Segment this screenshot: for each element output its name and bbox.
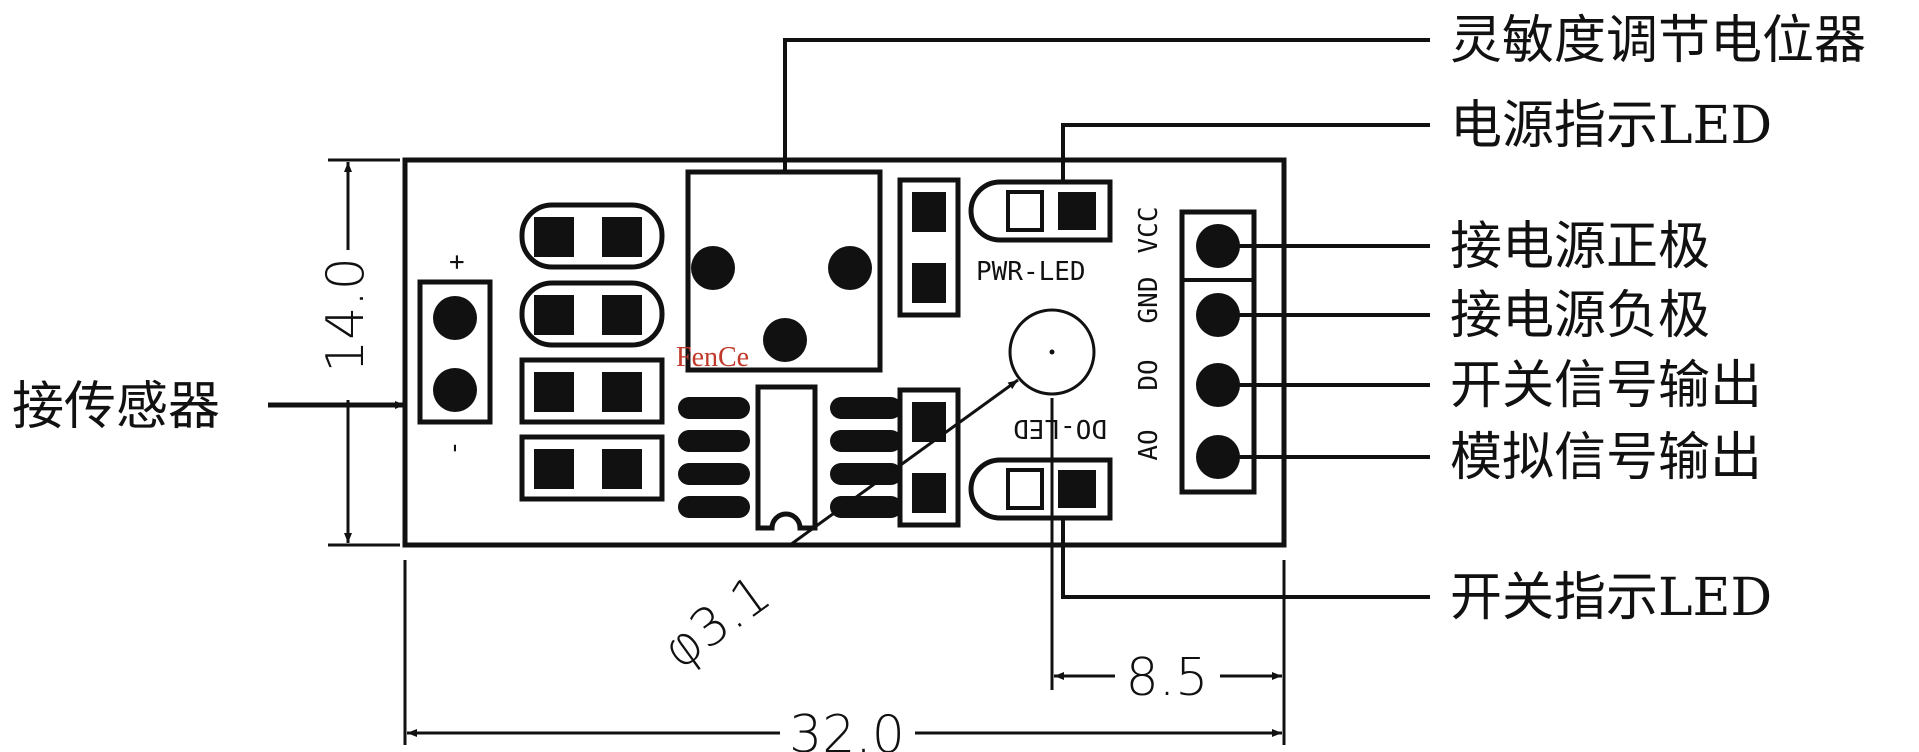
minus-label: -: [439, 440, 469, 456]
pwr-led-silk: PWR-LED: [976, 257, 1086, 287]
plus-label: +: [442, 254, 472, 270]
smd-pads: [519, 202, 665, 502]
callout-do: 开关信号输出: [1450, 356, 1762, 416]
pwr-led-footprint: [968, 179, 1113, 243]
pin-header: [1179, 209, 1257, 495]
hole-diameter-value: φ3.1: [652, 564, 782, 681]
do-led-footprint: [968, 457, 1113, 521]
ic-chip: [678, 384, 902, 531]
sensor-connector: + -: [417, 254, 493, 456]
width-dimension: [403, 560, 1286, 745]
hole-offset-value: 8.5: [1126, 648, 1209, 708]
potentiometer: [685, 169, 883, 373]
callout-ao: 模拟信号输出: [1450, 428, 1762, 488]
sensor-pin-2: [433, 368, 477, 412]
hole-diameter-leader: [789, 378, 1019, 547]
callout-vcc: 接电源正极: [1450, 217, 1710, 277]
do-silk: DO: [1134, 359, 1164, 390]
vcc-silk: VCC: [1134, 207, 1164, 254]
hole-center: [1049, 349, 1055, 355]
pcb-outline: [402, 157, 1287, 548]
sensor-pin-1: [433, 296, 477, 340]
height-dimension: [328, 158, 400, 547]
watermark: FenCe: [676, 342, 749, 373]
leader-lines: [783, 38, 1430, 599]
mounting-hole: [1008, 308, 1096, 396]
callout-sensor: 接传感器: [12, 377, 220, 437]
gnd-silk: GND: [1134, 277, 1164, 324]
do-led-silk: DO-LED: [1013, 413, 1107, 443]
callout-do-led: 开关指示LED: [1450, 568, 1772, 628]
callout-pwr-led: 电源指示LED: [1450, 96, 1772, 156]
hole-offset-dimension: [1050, 398, 1282, 690]
ao-silk: AO: [1134, 429, 1164, 460]
width-value: 32.0: [789, 705, 905, 752]
callout-gnd: 接电源负极: [1450, 286, 1710, 346]
resistor-pads-top: [897, 177, 961, 318]
height-value: 14.0: [316, 257, 376, 373]
callout-pot: 灵敏度调节电位器: [1450, 11, 1866, 71]
